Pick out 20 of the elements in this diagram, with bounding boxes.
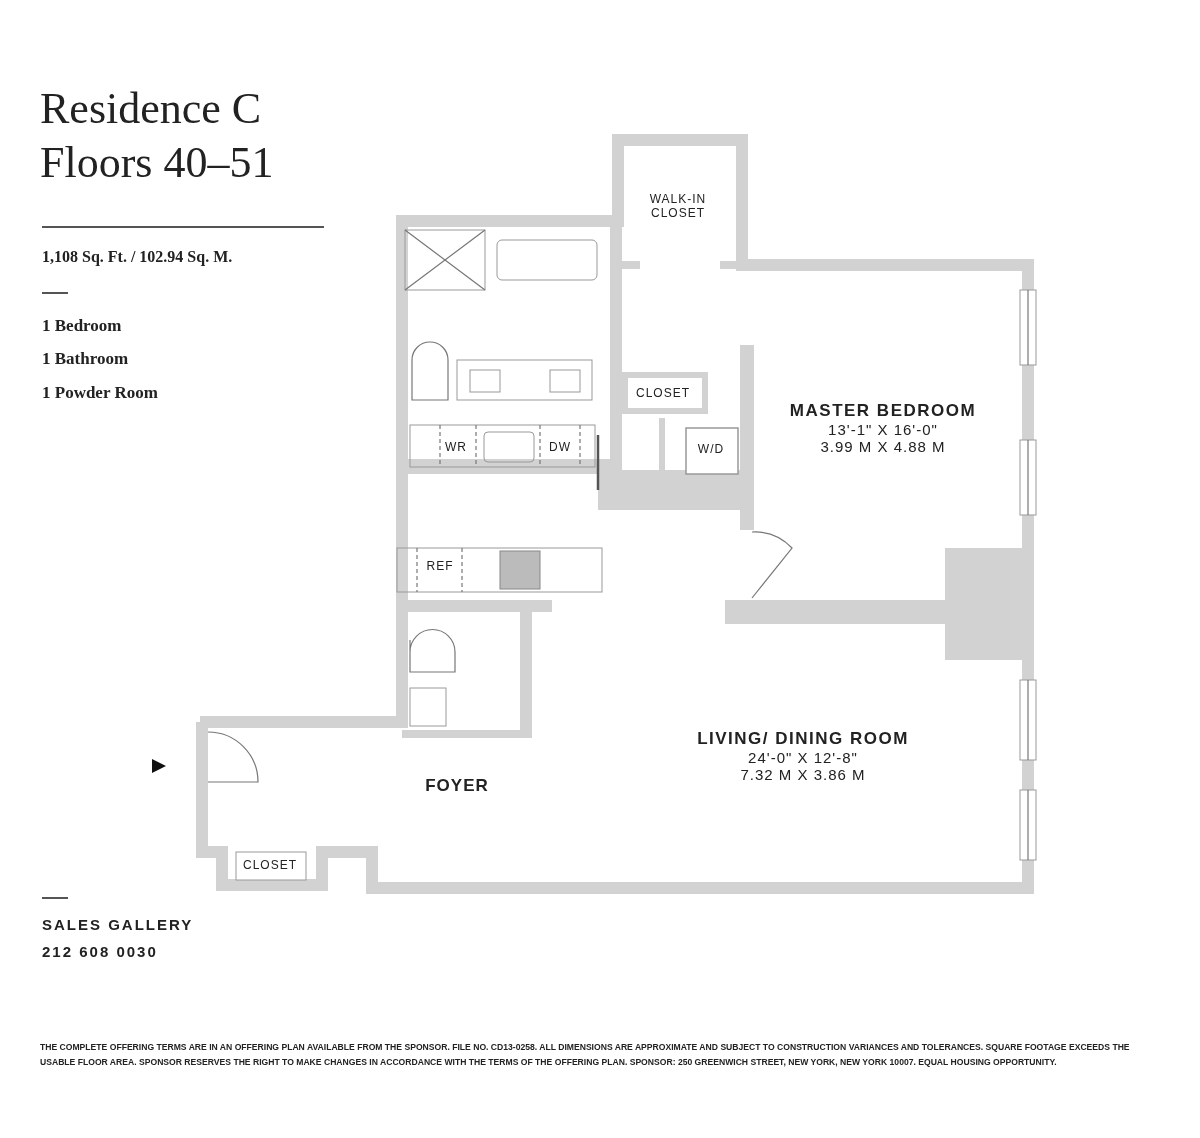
room-label: WALK-IN CLOSET: [643, 192, 713, 220]
area-text: 1,108 Sq. Ft. / 102.94 Sq. M.: [42, 248, 233, 266]
room-count: 1 Powder Room: [42, 383, 158, 403]
room-name: MASTER BEDROOM: [789, 401, 977, 421]
room-label: WR: [445, 440, 467, 454]
room-label: DW: [549, 440, 571, 454]
room-dimensions: 3.99 M X 4.88 M: [819, 438, 947, 455]
room-dimensions: 7.32 M X 3.86 M: [739, 766, 867, 783]
room-label: REF: [426, 559, 454, 573]
room-name: LIVING/ DINING ROOM: [697, 729, 909, 749]
phone-number: 212 608 0030: [42, 943, 158, 960]
room-count: 1 Bathroom: [42, 349, 129, 369]
room-dimensions: 13'-1" X 16'-0": [827, 421, 939, 438]
room-label: W/D: [697, 442, 725, 456]
room-label: FOYER: [425, 776, 489, 796]
disclaimer-text: THE COMPLETE OFFERING TERMS ARE IN AN OFFERING PLAN AVAILABLE FROM THE SPONSOR. FILE NO. CD13-0258. ALL DIMENSIONS ARE APPROXIMATE AND SUBJECT TO CONSTRUCTION VARIANCES AND TOLERANCES. SQUARE FOOTAGE EXCEEDS THE USABLE FLOOR AREA. SPONSOR RESERVES THE RIGHT TO MAKE CHANGES IN ACCORDANCE WITH THE TERMS OF THE OFFERING PLAN. SPONSOR: 250 GREENWICH STREET, NEW YORK, NEW YORK 10007. EQUAL HOUSING OPPORTUNITY.: [40, 1041, 1131, 1069]
room-count: 1 Bedroom: [42, 316, 122, 336]
plan-title: Residence C Floors 40–51: [40, 83, 275, 189]
contact-heading: SALES GALLERY: [42, 916, 194, 933]
room-dimensions: 24'-0" X 12'-8": [747, 749, 859, 766]
